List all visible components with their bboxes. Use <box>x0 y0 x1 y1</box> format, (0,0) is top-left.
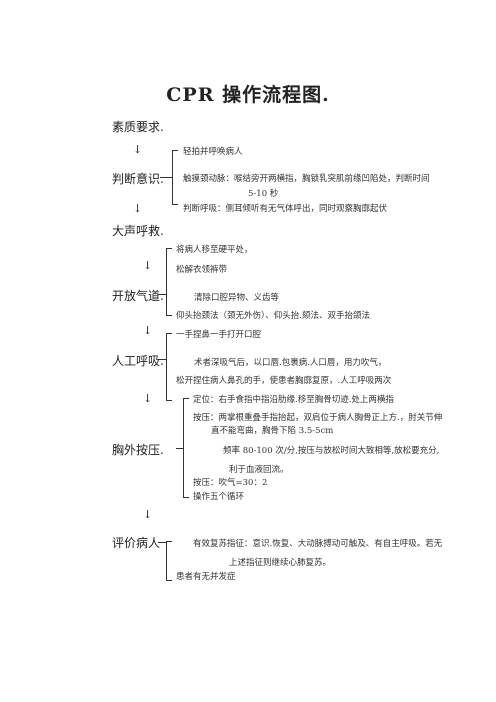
step-shout-label: 大声呼救. <box>112 224 164 238</box>
down-arrow-icon: ↓ <box>143 392 153 405</box>
evaluate-item-3: 患者有无并发症 <box>176 572 236 582</box>
judge-item-3: 5-10 秒 <box>248 189 279 199</box>
airway-item-4: 仰头抬颈法（颈无外伤）、仰头抬.颏法、双手抬颌法 <box>176 311 370 321</box>
compress-bracket <box>183 398 189 498</box>
compress-item-2: 按压：两掌根重叠手指抬起，双肩位于病人胸骨正上方.，肘关节伸 <box>193 413 443 423</box>
airway-item-3: 清除口腔异物、义齿等 <box>194 293 280 303</box>
down-arrow-icon: ↓ <box>133 202 143 215</box>
airway-bracket <box>166 248 172 316</box>
evaluate-bracket <box>166 541 172 581</box>
down-arrow-icon: ↓ <box>143 508 153 521</box>
step-quality-label: 素质要求. <box>112 120 164 134</box>
down-arrow-icon: ↓ <box>143 324 153 337</box>
evaluate-item-1: 有效复苏指征：意识.恢复、大动脉搏动可触及、有自主呼吸。若无 <box>193 539 443 549</box>
compress-item-1: 定位：右手食指中指沿肋缘.移至胸骨切迹.处上两横指 <box>193 395 394 405</box>
airway-item-1: 将病人移至硬平处， <box>176 245 253 255</box>
step-compress-label: 胸外按压. <box>112 443 164 457</box>
airway-item-2: 松解衣领裤带 <box>176 265 228 275</box>
compress-item-7: 操作五个循环 <box>193 492 245 502</box>
compress-item-5: 利于血液回流。 <box>229 465 289 475</box>
breath-connector <box>158 359 166 360</box>
compress-item-4: 频率 80-100 次/分,按压与放松时间大致相等,放松要充分, <box>223 446 440 456</box>
airway-connector <box>158 294 166 295</box>
judge-item-4: 判断呼吸：侧耳倾听有无气体呼出，同时观察胸廓起伏 <box>183 204 388 214</box>
breath-item-1: 一手捏鼻一手打开口腔 <box>176 330 262 340</box>
judge-item-2: 触摸颈动脉：喉结旁开两横指，胸锁乳突肌前缘凹陷处，判断时间 <box>183 174 430 184</box>
evaluate-connector <box>158 542 166 543</box>
judge-connector <box>160 177 172 178</box>
breath-item-3: 松开捏住病人鼻孔的手，使患者胸廓复原，.人工呼吸两次 <box>176 376 392 386</box>
compress-connector <box>176 448 183 449</box>
page-title: CPR 操作流程图. <box>166 84 330 106</box>
step-judge-label: 判断意识. <box>112 172 164 186</box>
down-arrow-icon: ↓ <box>143 259 153 272</box>
breath-bracket <box>166 333 172 401</box>
compress-item-6: 按压：吹气=30：2 <box>193 478 268 488</box>
step-breath-label: 人工呼吸. <box>112 354 164 368</box>
judge-bracket <box>172 150 178 205</box>
step-airway-label: 开放气道. <box>112 289 164 303</box>
step-evaluate-label: 评价病人 <box>112 536 161 550</box>
judge-item-1: 轻拍并呼唤病人 <box>183 147 243 157</box>
breath-item-2: 术者深吸气后，以口唇.包裹病.人口唇，用力吹气， <box>194 358 387 368</box>
compress-item-3: 直不能弯曲，胸骨下陷 3.5-5cm <box>211 426 334 436</box>
down-arrow-icon: ↓ <box>133 143 143 156</box>
evaluate-item-2: 上述指征则继续心肺复苏。 <box>229 558 332 568</box>
